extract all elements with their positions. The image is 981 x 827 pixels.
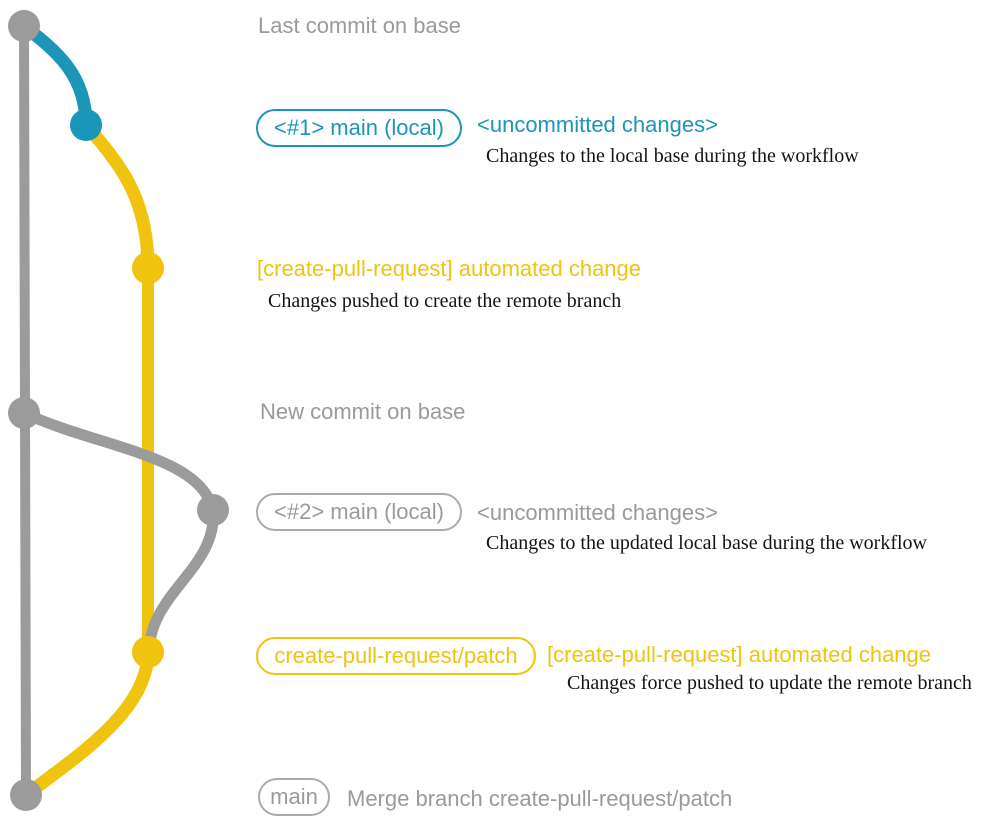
automated-change-description-2: Changes force pushed to update the remot… bbox=[567, 672, 972, 694]
automated-change-heading-2: [create-pull-request] automated change bbox=[547, 642, 932, 667]
local-main-branch-line bbox=[17, 19, 93, 132]
commit-node-merge-commit bbox=[10, 779, 42, 811]
commit-node-automated-change-2 bbox=[132, 636, 164, 668]
commit-node-last-commit-on-base bbox=[8, 10, 40, 42]
updated-local-main-branch-line bbox=[18, 407, 219, 516]
new-commit-on-base-label: New commit on base bbox=[260, 399, 466, 424]
branch-badge-main: main bbox=[258, 778, 330, 816]
automated-change-description-1: Changes pushed to create the remote bran… bbox=[268, 290, 622, 312]
automated-change-heading-1: [create-pull-request] automated change bbox=[257, 256, 642, 281]
branch-badge-create-pull-request-patch: create-pull-request/patch bbox=[256, 637, 536, 675]
merge-branch-label: Merge branch create-pull-request/patch bbox=[347, 786, 733, 811]
commit-node-new-commit-on-base bbox=[8, 397, 40, 429]
uncommitted-changes-description-1: Changes to the local base during the wor… bbox=[486, 145, 859, 167]
last-commit-on-base-label: Last commit on base bbox=[258, 13, 461, 38]
rebase-curve bbox=[143, 504, 219, 658]
commit-node-local-main-1 bbox=[70, 109, 102, 141]
merge-curve bbox=[20, 645, 155, 801]
uncommitted-changes-description-2: Changes to the updated local base during… bbox=[486, 532, 927, 554]
commit-node-automated-change-1 bbox=[132, 252, 164, 284]
branch-badge-main-local-1: <#1> main (local) bbox=[256, 109, 462, 147]
uncommitted-changes-heading-1: <uncommitted changes> bbox=[477, 112, 718, 137]
uncommitted-changes-heading-2: <uncommitted changes> bbox=[477, 500, 718, 525]
commit-node-local-main-2 bbox=[197, 494, 229, 526]
branch-badge-main-local-2: <#2> main (local) bbox=[256, 493, 462, 531]
remote-branch-curve-top bbox=[79, 118, 155, 275]
